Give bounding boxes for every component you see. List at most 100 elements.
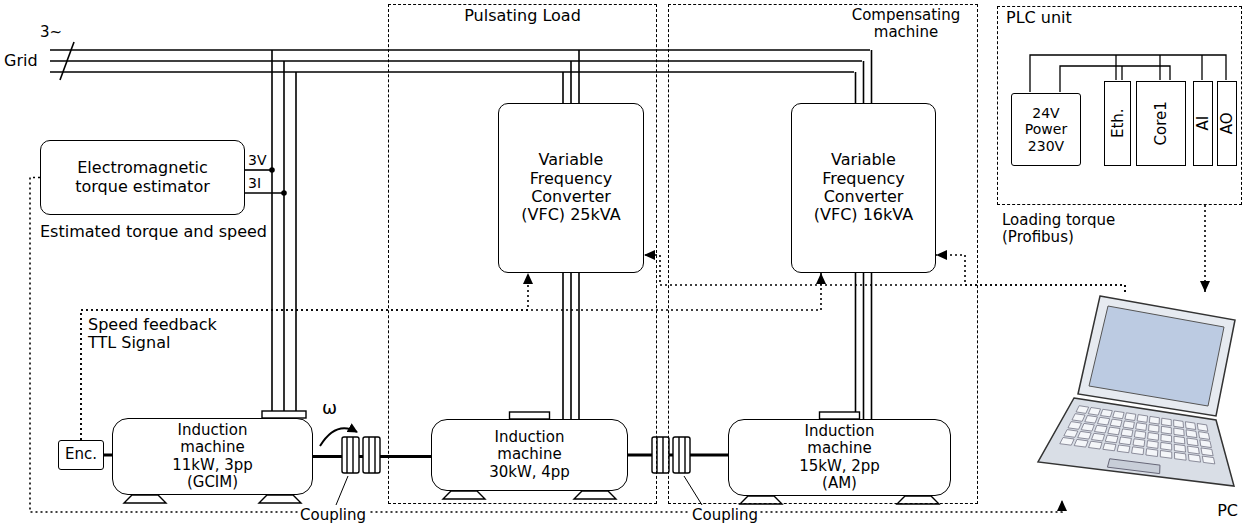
phase-slash bbox=[60, 42, 74, 80]
label-holder: 3~ bbox=[40, 22, 62, 41]
label-holder: Grid bbox=[4, 51, 38, 70]
key bbox=[1202, 456, 1215, 464]
group-frame: PLC unit24V Power 230VEth.Core1AIAO bbox=[997, 6, 1242, 205]
coupling-symbol bbox=[652, 437, 690, 473]
machine-box: Induction machine 30kW, 4pp bbox=[431, 419, 628, 491]
power-connector bbox=[563, 273, 579, 419]
machine-foot bbox=[443, 491, 485, 499]
key bbox=[1149, 416, 1159, 424]
key bbox=[1088, 408, 1100, 416]
key bbox=[1101, 409, 1113, 417]
supply-wire bbox=[578, 50, 580, 103]
machine-foot bbox=[897, 496, 939, 504]
node-label: Variable Frequency Converter (VFC) 25kVA bbox=[521, 151, 621, 225]
key bbox=[1072, 414, 1085, 422]
node-label: Variable Frequency Converter (VFC) 16kVA bbox=[814, 151, 914, 225]
key bbox=[1068, 422, 1081, 430]
key bbox=[1175, 452, 1187, 460]
laptop-lid bbox=[1078, 296, 1235, 416]
key bbox=[1174, 420, 1184, 428]
annotation-label: 3I bbox=[248, 175, 261, 191]
supply-wire bbox=[570, 61, 572, 103]
key bbox=[1103, 443, 1116, 451]
key bbox=[1110, 419, 1122, 427]
annotation-label: Estimated torque and speed bbox=[40, 223, 267, 241]
key bbox=[1136, 423, 1147, 431]
key bbox=[1085, 416, 1098, 424]
annotation-label: 3V bbox=[248, 152, 266, 168]
machine-foot bbox=[124, 495, 166, 503]
annotation-label: Coupling bbox=[690, 507, 760, 524]
label-holder: ω bbox=[322, 398, 337, 419]
supply-wire bbox=[855, 72, 857, 103]
annotation-label: Speed feedback TTL Signal bbox=[88, 316, 228, 353]
leader-line bbox=[684, 476, 702, 505]
node-label: PC bbox=[1217, 502, 1238, 520]
node-label: Induction machine 11kW, 3pp (GCIM) bbox=[163, 422, 263, 491]
label-holder: Loading torque (Profibus) bbox=[1002, 212, 1142, 247]
supply-wire bbox=[863, 61, 865, 103]
process-box: Variable Frequency Converter (VFC) 25kVA bbox=[498, 103, 644, 273]
key bbox=[1149, 425, 1160, 433]
grid-bus bbox=[50, 42, 870, 80]
key bbox=[1095, 425, 1108, 433]
group-heading: PLC unit bbox=[1006, 9, 1241, 27]
node-label: Induction machine 15kW, 2pp (AM) bbox=[790, 423, 890, 492]
signal-connector bbox=[81, 273, 528, 440]
key bbox=[1137, 415, 1148, 423]
key bbox=[1174, 428, 1184, 436]
group-frame: Pulsating LoadVariable Frequency Convert… bbox=[388, 4, 657, 504]
key bbox=[1076, 406, 1089, 414]
laptop-base bbox=[1038, 398, 1234, 486]
module-box: Eth. bbox=[1104, 81, 1131, 166]
machine-foot bbox=[740, 496, 782, 504]
node-label: Core1 bbox=[1153, 101, 1170, 145]
signal-connector bbox=[30, 178, 1062, 513]
key bbox=[1105, 435, 1118, 443]
key bbox=[1201, 448, 1213, 456]
key bbox=[1187, 438, 1198, 446]
signal-connector bbox=[1204, 205, 1206, 292]
node-label: Enc. bbox=[65, 446, 97, 463]
touchpad bbox=[1107, 459, 1160, 474]
signal-connector bbox=[936, 255, 1125, 292]
key bbox=[1174, 436, 1185, 444]
node-label: AO bbox=[1219, 113, 1236, 135]
key bbox=[1133, 439, 1145, 447]
label-holder: Speed feedback TTL Signal bbox=[88, 316, 228, 353]
key bbox=[1089, 441, 1103, 449]
key bbox=[1113, 411, 1124, 419]
key bbox=[1200, 440, 1212, 448]
terminal-box bbox=[262, 411, 306, 418]
key bbox=[1125, 413, 1136, 421]
key bbox=[1148, 433, 1159, 441]
shaft-connector bbox=[104, 454, 112, 457]
key bbox=[1074, 439, 1088, 447]
coupling-symbol bbox=[342, 437, 380, 473]
key bbox=[1098, 417, 1110, 425]
node-label: Induction machine 30kW, 4pp bbox=[480, 429, 580, 481]
key bbox=[1188, 454, 1200, 462]
key bbox=[1162, 418, 1172, 426]
module-box: AO bbox=[1217, 81, 1237, 166]
power-connector bbox=[856, 273, 872, 419]
laptop-screen bbox=[1089, 306, 1224, 406]
key bbox=[1161, 442, 1172, 450]
key bbox=[1119, 437, 1131, 445]
node-label: Eth. bbox=[1109, 109, 1126, 139]
measurement-taps bbox=[245, 168, 286, 195]
laptop-drawing bbox=[1030, 292, 1238, 500]
key bbox=[1188, 446, 1200, 454]
process-box: Enc. bbox=[58, 440, 104, 470]
key bbox=[1081, 423, 1094, 431]
process-box: Electromagnetic torque estimator bbox=[40, 140, 245, 215]
key bbox=[1132, 447, 1144, 455]
machine-box: Induction machine 15kW, 2pp (AM) bbox=[728, 419, 951, 496]
key bbox=[1117, 445, 1130, 453]
supply-wire bbox=[283, 61, 285, 411]
rotation-arrow bbox=[320, 428, 357, 446]
key bbox=[1197, 424, 1208, 432]
key bbox=[1147, 441, 1158, 449]
label-holder: Coupling bbox=[298, 505, 368, 524]
group-frame: Compensating machineVariable Frequency C… bbox=[668, 4, 978, 504]
